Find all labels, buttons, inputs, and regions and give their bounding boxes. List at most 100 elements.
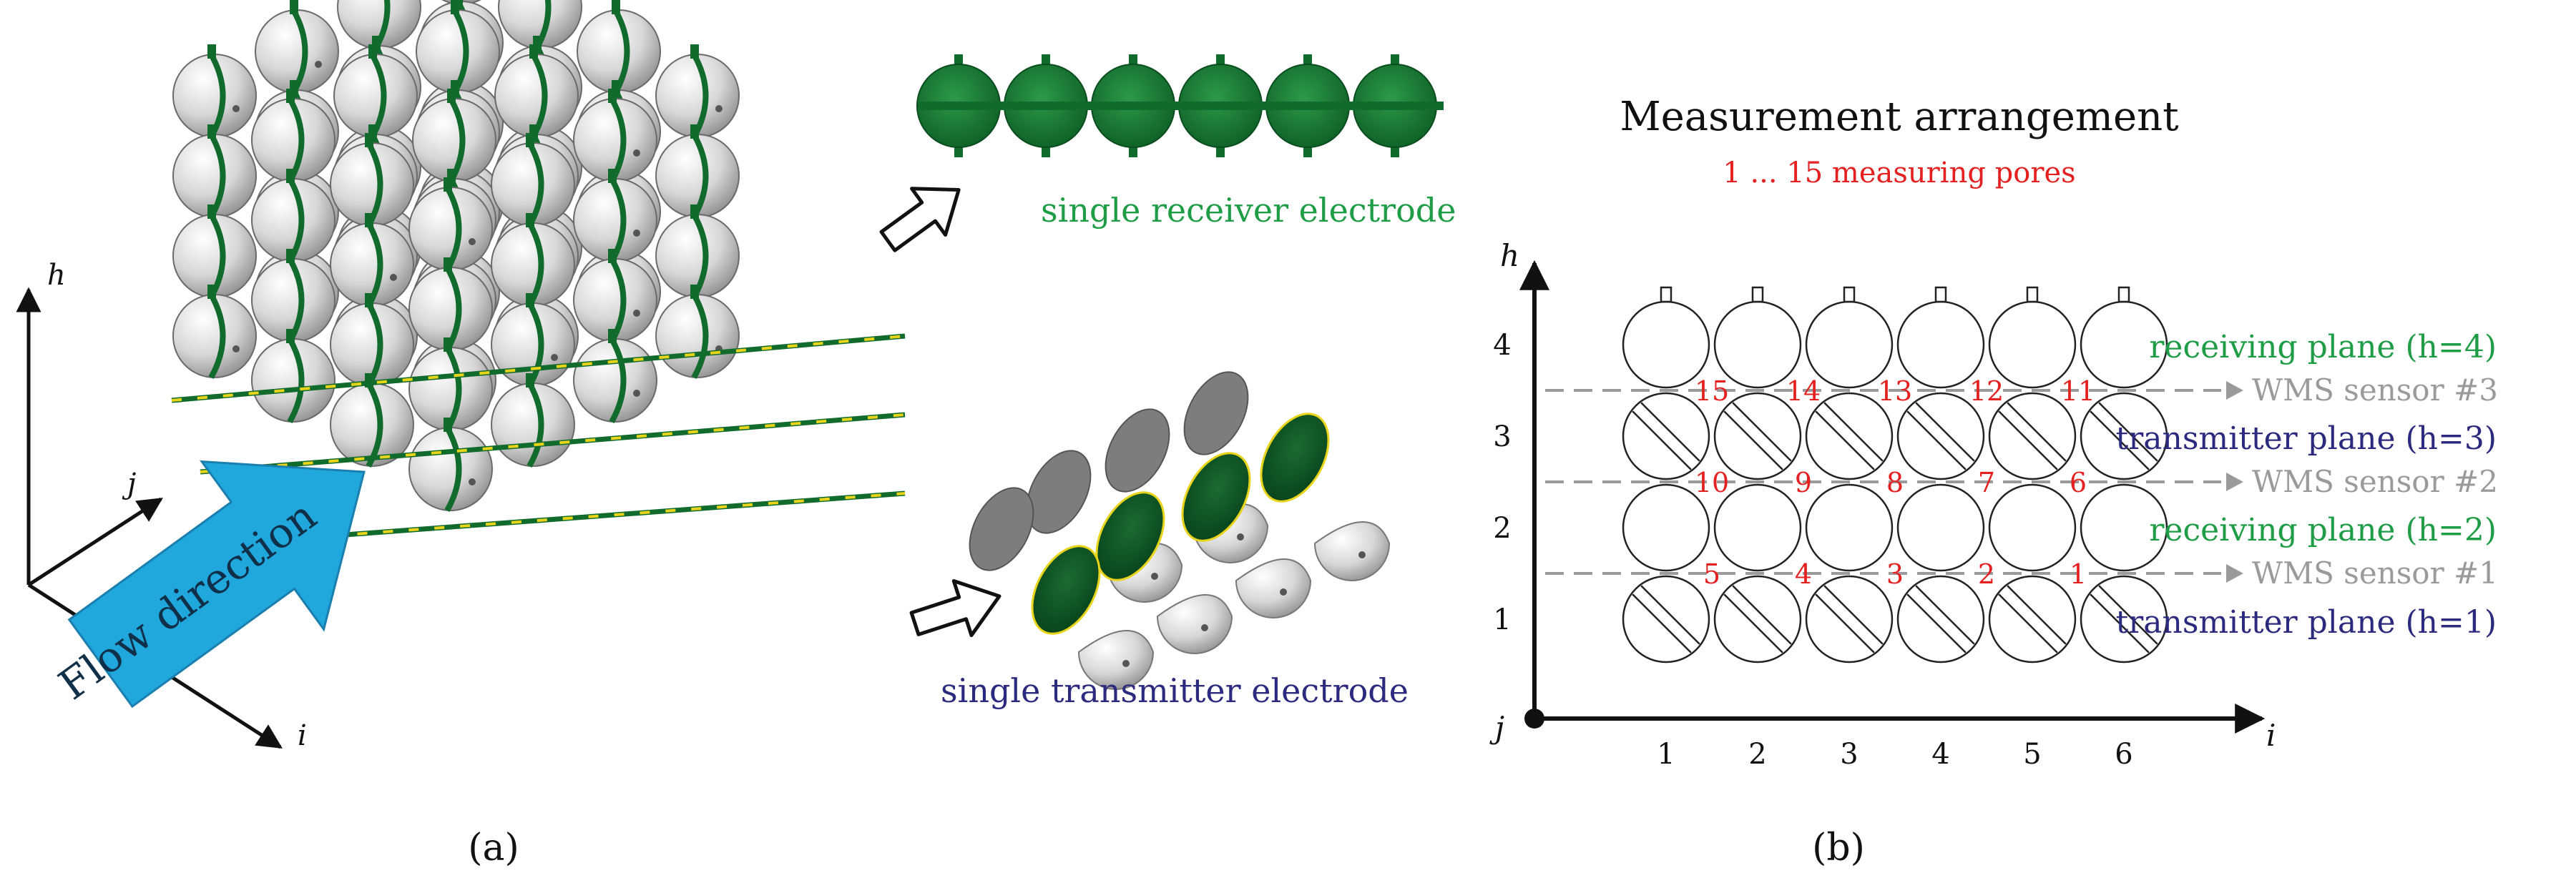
axis-i-label-b: i — [2266, 718, 2276, 753]
sphere — [655, 204, 740, 299]
pore-sphere — [1805, 286, 1894, 389]
pore-number: 11 — [2061, 375, 2095, 407]
transmitter-electrode-assembly — [969, 371, 1391, 690]
axis-h-label: h — [47, 259, 66, 292]
hemisphere — [1077, 630, 1155, 690]
sphere — [655, 124, 740, 219]
grey-disc — [1183, 371, 1249, 455]
pore-sphere — [1713, 483, 1802, 572]
pore-number: 8 — [1886, 467, 1904, 498]
pore-sphere — [1805, 392, 1894, 480]
column-tick-label: 6 — [2115, 738, 2132, 771]
plane-label: transmitter plane (h=1) — [2116, 604, 2497, 641]
hemisphere — [1156, 594, 1233, 654]
receiver-electrode-strip — [916, 54, 1444, 157]
hemisphere — [1313, 521, 1391, 581]
pore-sphere — [2080, 575, 2168, 664]
pore-sphere — [1805, 575, 1894, 664]
row-tick-label: 4 — [1493, 329, 1511, 362]
pore-sphere — [1622, 575, 1710, 664]
pore-number-labels: 15 14 13 12 11 10 9 8 7 6 5 4 3 2 1 — [1695, 375, 2095, 590]
pore-number: 4 — [1795, 558, 1812, 590]
sensor-arrowhead — [2226, 473, 2243, 491]
pore-sphere — [1622, 286, 1710, 389]
pore-sphere — [1713, 575, 1802, 664]
pore-number: 6 — [2070, 467, 2087, 498]
receiver-pointer-arrow — [879, 187, 961, 252]
plane-label: receiving plane (h=2) — [2149, 512, 2497, 548]
sphere — [408, 418, 493, 512]
sphere — [573, 329, 657, 423]
plane-label: receiving plane (h=4) — [2149, 329, 2497, 365]
pore-sphere — [1713, 286, 1802, 389]
pore-number: 7 — [1978, 467, 1995, 498]
sensor-arrowhead — [2226, 381, 2243, 400]
pore-number: 1 — [2070, 558, 2087, 590]
pore-grid — [1622, 286, 2168, 664]
sphere — [172, 285, 257, 379]
sphere — [251, 329, 336, 423]
receiver-bar — [918, 102, 1444, 110]
pore-number: 14 — [1786, 375, 1821, 407]
pore-sphere — [1988, 575, 2077, 664]
grey-disc — [1026, 450, 1092, 534]
axis-i-label: i — [298, 719, 307, 752]
sphere — [577, 0, 661, 94]
axis-triad: h j i — [16, 259, 307, 752]
grey-disc — [969, 487, 1034, 571]
pore-number: 3 — [1886, 558, 1904, 590]
sensor-arrowhead — [2226, 564, 2243, 583]
panel-a: h j i Flow direction single receiver ele… — [16, 0, 1456, 869]
receiver-electrode-label: single receiver electrode — [1041, 191, 1456, 230]
transmitter-disc — [1031, 545, 1101, 635]
pore-sphere — [2080, 392, 2168, 480]
plane-label: transmitter plane (h=3) — [2116, 420, 2497, 457]
transmitter-disc — [1095, 491, 1165, 581]
transmitter-disc — [1260, 413, 1330, 503]
sphere — [655, 44, 740, 139]
row-tick-label: 1 — [1493, 603, 1511, 636]
pore-number: 13 — [1878, 375, 1912, 407]
axis-j-label-b: j — [1489, 710, 1504, 745]
pore-number: 5 — [1703, 558, 1720, 590]
column-tick-label: 5 — [2023, 738, 2041, 771]
caption-a: (a) — [468, 827, 519, 869]
sphere — [172, 124, 257, 219]
panel-b-title: Measurement arrangement — [1620, 94, 2179, 140]
wire-stripe — [171, 335, 906, 402]
pore-sphere — [1622, 483, 1710, 572]
sphere — [172, 44, 257, 139]
column-tick-label: 1 — [1657, 738, 1675, 771]
pore-number: 2 — [1978, 558, 1995, 590]
axis-j-dot — [1524, 709, 1544, 729]
caption-b: (b) — [1812, 827, 1865, 869]
pore-sphere — [1896, 575, 1985, 664]
column-tick-label: 3 — [1840, 738, 1858, 771]
sphere — [491, 373, 575, 468]
wms-sensor-label: WMS sensor #2 — [2252, 464, 2498, 499]
pore-number: 15 — [1695, 375, 1729, 407]
sphere-packing — [171, 0, 906, 546]
wms-sensor-label: WMS sensor #3 — [2252, 373, 2498, 408]
column-tick-label: 2 — [1748, 738, 1766, 771]
pore-number: 10 — [1695, 467, 1729, 498]
pore-sphere — [1622, 392, 1710, 480]
sphere — [330, 213, 414, 307]
axis-j-label: j — [122, 468, 136, 500]
panel-b: Measurement arrangement 1 ... 15 measuri… — [1489, 94, 2498, 869]
panel-b-subtitle: 1 ... 15 measuring pores — [1723, 157, 2075, 189]
wire — [200, 412, 906, 475]
pore-number: 9 — [1795, 467, 1812, 498]
row-tick-label: 2 — [1493, 512, 1511, 545]
pore-sphere — [2080, 483, 2168, 572]
pore-number: 12 — [1969, 375, 2004, 407]
axis-h-label-b: h — [1500, 238, 1519, 273]
sphere — [255, 0, 339, 94]
flow-direction-label: Flow direction — [50, 490, 325, 709]
pore-sphere — [1713, 392, 1802, 480]
transmitter-electrode-label: single transmitter electrode — [941, 671, 1409, 710]
